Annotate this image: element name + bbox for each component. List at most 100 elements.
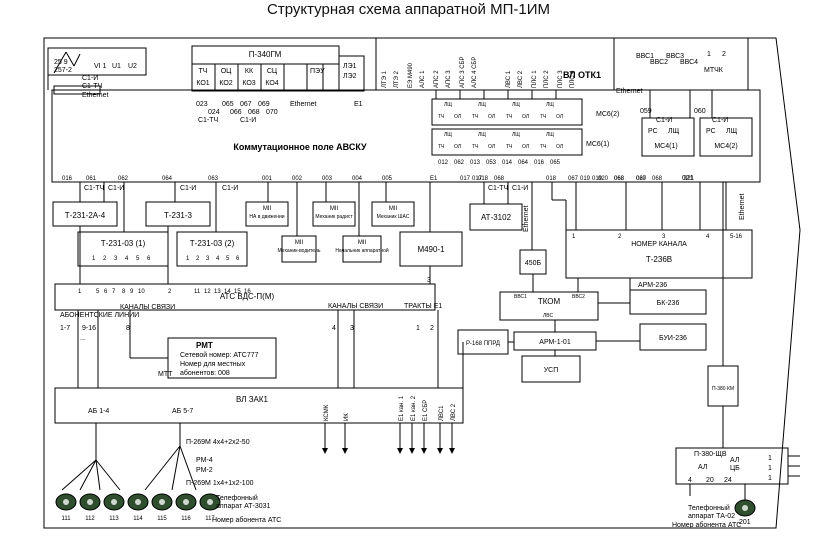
tkom-port-1: ВВС1 bbox=[514, 294, 527, 300]
otk1-right-2: ВВС2 bbox=[650, 59, 668, 66]
mc-num-upper-4: 053 bbox=[486, 160, 497, 166]
ats-dots: ... bbox=[80, 335, 86, 342]
mini-box-desc-4: Начальник аппаратной bbox=[335, 247, 389, 254]
cable-num-11: E1 bbox=[430, 176, 438, 182]
t231-2a4-box bbox=[52, 201, 118, 227]
zak1-title: ВЛ ЗАК1 bbox=[236, 395, 269, 404]
mc4-2-box bbox=[699, 117, 753, 157]
mc4-1-rs: РС bbox=[648, 128, 658, 135]
mc-port-tch-1-3: ТЧ bbox=[540, 144, 546, 150]
ats-channels2-num-2: 3 bbox=[350, 325, 354, 332]
otk1-num-2: 2 bbox=[722, 51, 726, 58]
cable-num-18: 020 bbox=[636, 176, 647, 182]
ats-channels-label-2: КАНАЛЫ СВЯЗИ bbox=[328, 303, 383, 310]
t231-3-label: Т-231-3 bbox=[164, 211, 193, 220]
cable-num-4: 064 bbox=[162, 176, 173, 182]
ats-channel-num-8: 2 bbox=[168, 289, 172, 295]
zak1-bottom-5: Е1 СБР bbox=[423, 400, 429, 421]
shv-phone-label-3: Номер абонента АТС bbox=[672, 521, 741, 529]
ats-channel-num-5: 8 bbox=[122, 289, 126, 295]
ats-abon-num-1: 1-7 bbox=[60, 325, 70, 332]
mini-box-desc-1: НА в движении bbox=[249, 214, 284, 220]
mini-box-4 bbox=[342, 235, 382, 263]
ats-channels-label: КАНАЛЫ СВЯЗИ bbox=[120, 304, 175, 311]
ats-channel-num-12: 14 bbox=[224, 289, 231, 295]
usp-label: УСП bbox=[544, 367, 559, 374]
mc4-1-box bbox=[641, 117, 695, 157]
otk1-label-5: АПС 2 bbox=[434, 70, 440, 88]
shv-phone-dial bbox=[742, 505, 748, 511]
otk1-label-8: АЛС 4 СБР bbox=[472, 57, 478, 88]
mc-port-lsch-1-1: ЛЩ bbox=[478, 132, 486, 138]
ats-channel-num-13: 15 bbox=[234, 289, 241, 295]
otk1-right-5: МТЧК bbox=[704, 67, 724, 74]
mc-num-upper-2: 062 bbox=[454, 160, 465, 166]
phones-label-1: Телефонный bbox=[216, 494, 258, 502]
cable-num-8: 003 bbox=[322, 176, 333, 182]
otk1-ethernet: Ethernet bbox=[616, 88, 643, 95]
phone-num-4: 114 bbox=[133, 516, 143, 522]
mc-port-ol-1-0: ОЛ bbox=[454, 144, 461, 150]
antenna-label-3: VI 1 bbox=[94, 63, 107, 70]
ats-title: АТС ВДС-П(М) bbox=[220, 292, 275, 301]
p340-port-1: КО1 bbox=[196, 80, 209, 87]
p380km-label: П-380 КМ bbox=[712, 386, 734, 392]
phones-cable-1: П-269М 4х4+2х2-50 bbox=[186, 439, 250, 446]
phone-dial-2 bbox=[87, 499, 93, 505]
mini-box-2 bbox=[281, 235, 317, 263]
mc-num-lower-2: 018 bbox=[478, 176, 489, 182]
phone-dial-1 bbox=[63, 499, 69, 505]
mc-port-ol-0-3: ОЛ bbox=[556, 114, 563, 120]
cable-num-3: 062 bbox=[118, 176, 129, 182]
shv-phone-label-2: аппарат ТА-02 bbox=[688, 513, 735, 520]
mini-box-title-1: МII bbox=[263, 206, 272, 212]
mini-box-5 bbox=[371, 201, 415, 227]
t236-num-4: 4 bbox=[706, 234, 710, 240]
p340-group-4: СЦ bbox=[267, 68, 278, 75]
t231-1-num-5: 5 bbox=[136, 256, 140, 262]
t231-2-num-4: 4 bbox=[216, 256, 220, 262]
mc-port-ol-0-1: ОЛ bbox=[488, 114, 495, 120]
arm01-label: АРМ-1-01 bbox=[539, 339, 571, 346]
shv-label-1: АЛ bbox=[698, 464, 708, 471]
phone-dial-6 bbox=[183, 499, 189, 505]
mc-num-lower-1: 017 bbox=[460, 176, 471, 182]
cable-num-16: 019 bbox=[592, 176, 603, 182]
shv-phone bbox=[734, 499, 756, 517]
otk1-num-1: 1 bbox=[707, 51, 711, 58]
mini-box-title-4: МII bbox=[358, 240, 367, 246]
t236-box bbox=[565, 229, 753, 279]
mc-port-lsch-0-3: ЛЩ bbox=[546, 102, 554, 108]
phone-num-7: 117 bbox=[205, 516, 215, 522]
mc-side-021: 021 bbox=[682, 175, 694, 182]
shv-num-4: 1 bbox=[768, 455, 772, 462]
mc-port-lsch-0-1: ЛЩ bbox=[478, 102, 486, 108]
mini-box-1 bbox=[245, 201, 289, 227]
otk1-label-10: ЛВС 2 bbox=[518, 70, 524, 88]
mc4-1-lsch: ЛЩ bbox=[668, 128, 680, 135]
ats-abon-num-2: 9-16 bbox=[82, 325, 96, 332]
otk1-right-1: ВВС1 bbox=[636, 53, 654, 60]
ats-channel-num-4: 7 bbox=[112, 289, 116, 295]
zak1-bottom-1: КСМК bbox=[324, 404, 330, 421]
zak1-box bbox=[54, 387, 464, 424]
mc-port-lsch-0-0: ЛЩ bbox=[444, 102, 452, 108]
cable-num-1: 016 bbox=[62, 176, 73, 182]
p340-port-2: КО2 bbox=[219, 80, 232, 87]
antenna-label-5: U2 bbox=[128, 63, 137, 70]
otk1-label-12: ПЛС 2 bbox=[544, 70, 550, 88]
p340-cable-1: С1-ТЧ bbox=[198, 117, 219, 124]
ats-channel-num-3: 6 bbox=[104, 289, 108, 295]
mc-port-tch-1-1: ТЧ bbox=[472, 144, 478, 150]
ats-trakty-num-1: 1 bbox=[416, 325, 420, 332]
otk1-right-4: ВВС4 bbox=[680, 59, 698, 66]
corner-cable-label-1: С1-И bbox=[82, 75, 98, 82]
mini-box-desc-5: Механик ШАС bbox=[377, 214, 410, 220]
phone-num-1: 111 bbox=[61, 516, 71, 522]
t236-num-5: 5-16 bbox=[730, 234, 743, 240]
p340-port-4: КО4 bbox=[265, 80, 278, 87]
mc-port-tch-0-1: ТЧ bbox=[472, 114, 478, 120]
ats-channel-num-7: 10 bbox=[138, 289, 145, 295]
t231-03-1-label: Т-231-03 (1) bbox=[101, 239, 146, 248]
